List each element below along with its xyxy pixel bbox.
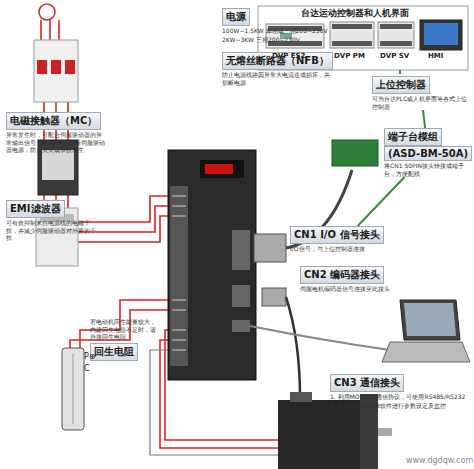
controller-box: 台达运动控制器和人机界面 DVP ES2 DVP PM DVP SV HMI xyxy=(258,6,468,70)
resistor-label: 回生电阻 若电动机回生能量较大，内建回生电阻不足时，请外接回生电阻 xyxy=(90,318,156,361)
servo-drive xyxy=(168,150,256,380)
label-note: 伺服电机编码器信号连接至此接头 xyxy=(300,285,390,293)
cable-connector xyxy=(423,110,425,128)
green-cable xyxy=(399,70,401,74)
label-heading: EMI滤波器 xyxy=(6,200,65,218)
watermark: www.dgdqw.com xyxy=(406,456,473,465)
device-name: DVP PM xyxy=(334,52,365,60)
plc-pm xyxy=(330,22,374,48)
label-heading: CN2 编码器接头 xyxy=(300,266,384,284)
terminal-name: P⊕ xyxy=(84,352,96,361)
cn3-label: CN3 通信接头1. 利用MODBUS通信协议，可使用RS485/RS2322.… xyxy=(330,374,470,409)
label-note: I/O信号，与上位控制器连接 xyxy=(290,245,365,253)
label-note: 防止电源线路因异常大电流造成损坏，并切断电源 xyxy=(222,71,334,86)
device-name: HMI xyxy=(428,52,443,60)
label-note: 异常发生时，可配合伺服驱动器的异常输出信号（ALARM）切断伺服驱动器电源，防止… xyxy=(6,131,106,154)
cn2-connector xyxy=(262,288,300,398)
device-name: DVP ES2 xyxy=(272,52,306,60)
device-label: DVP ES2 xyxy=(272,52,328,60)
cn2-label: CN2 编码器接头伺服电机编码器信号连接至此接头 xyxy=(300,266,420,293)
device-label: DVP PM xyxy=(334,52,378,60)
hmi-panel xyxy=(420,20,462,50)
device-label: HMI xyxy=(428,52,464,60)
label-heading: (ASD-BM-50A) xyxy=(384,146,472,161)
terminal-module xyxy=(332,140,378,166)
label-heading: 电源 xyxy=(222,8,250,26)
label-note: 可有效抑制来自电源线的电磁干扰，并减少伺服驱动器对外界的干扰 xyxy=(6,219,98,242)
label-note: 100W~1.5KW 单相或三相200~230V xyxy=(222,27,328,35)
label-heading: 端子台模组 xyxy=(384,128,442,146)
label-note: 将CN1 50PIN接头转接成端子台，方便配线 xyxy=(384,162,472,177)
label-note: 1. 利用MODBUS通信协议，可使用RS485/RS232 xyxy=(330,393,465,401)
label-heading: CN3 通信接头 xyxy=(330,374,404,392)
label-note: 2KW~3KW 三相200~230V xyxy=(222,36,300,44)
label-heading: 台达运动控制器和人机界面 xyxy=(298,6,412,21)
laptop xyxy=(382,300,470,362)
label-heading: 回生电阻 xyxy=(90,343,138,361)
label-heading: 上位控制器 xyxy=(372,76,430,94)
contactor-label: 电磁接触器（MC）异常发生时，可配合伺服驱动器的异常输出信号（ALARM）切断伺… xyxy=(6,112,106,154)
label-heading: CN1 I/O 信号接头 xyxy=(290,226,384,244)
cn3-cable xyxy=(250,326,390,350)
host-controller-label: 上位控制器可为台达PLC或人机界面等各式上位控制器 xyxy=(372,76,470,110)
label-note: 可为台达PLC或人机界面等各式上位控制器 xyxy=(372,95,470,110)
terminal-name: C xyxy=(84,364,90,373)
device-name: DVP SV xyxy=(380,52,409,60)
label-note: 若电动机回生能量较大，内建回生电阻不足时，请外接回生电阻 xyxy=(90,318,156,341)
label-heading: 电磁接触器（MC） xyxy=(6,112,101,130)
cn1-label: CN1 I/O 信号接头I/O信号，与上位控制器连接 xyxy=(290,226,400,253)
cable-connector xyxy=(358,177,405,226)
label-note: 2. 利用ASDA-Soft软件进行参数设定及监控 xyxy=(330,402,446,410)
terminal-module-label: 端子台模组(ASD-BM-50A)将CN1 50PIN接头转接成端子台，方便配线 xyxy=(384,128,472,177)
regen-resistor xyxy=(62,348,84,430)
device-label: DVP SV xyxy=(380,52,418,60)
circuit-breaker xyxy=(34,40,78,102)
plc-sv xyxy=(378,22,414,48)
emi-filter-label: EMI滤波器可有效抑制来自电源线的电磁干扰，并减少伺服驱动器对外界的干扰 xyxy=(6,200,98,242)
